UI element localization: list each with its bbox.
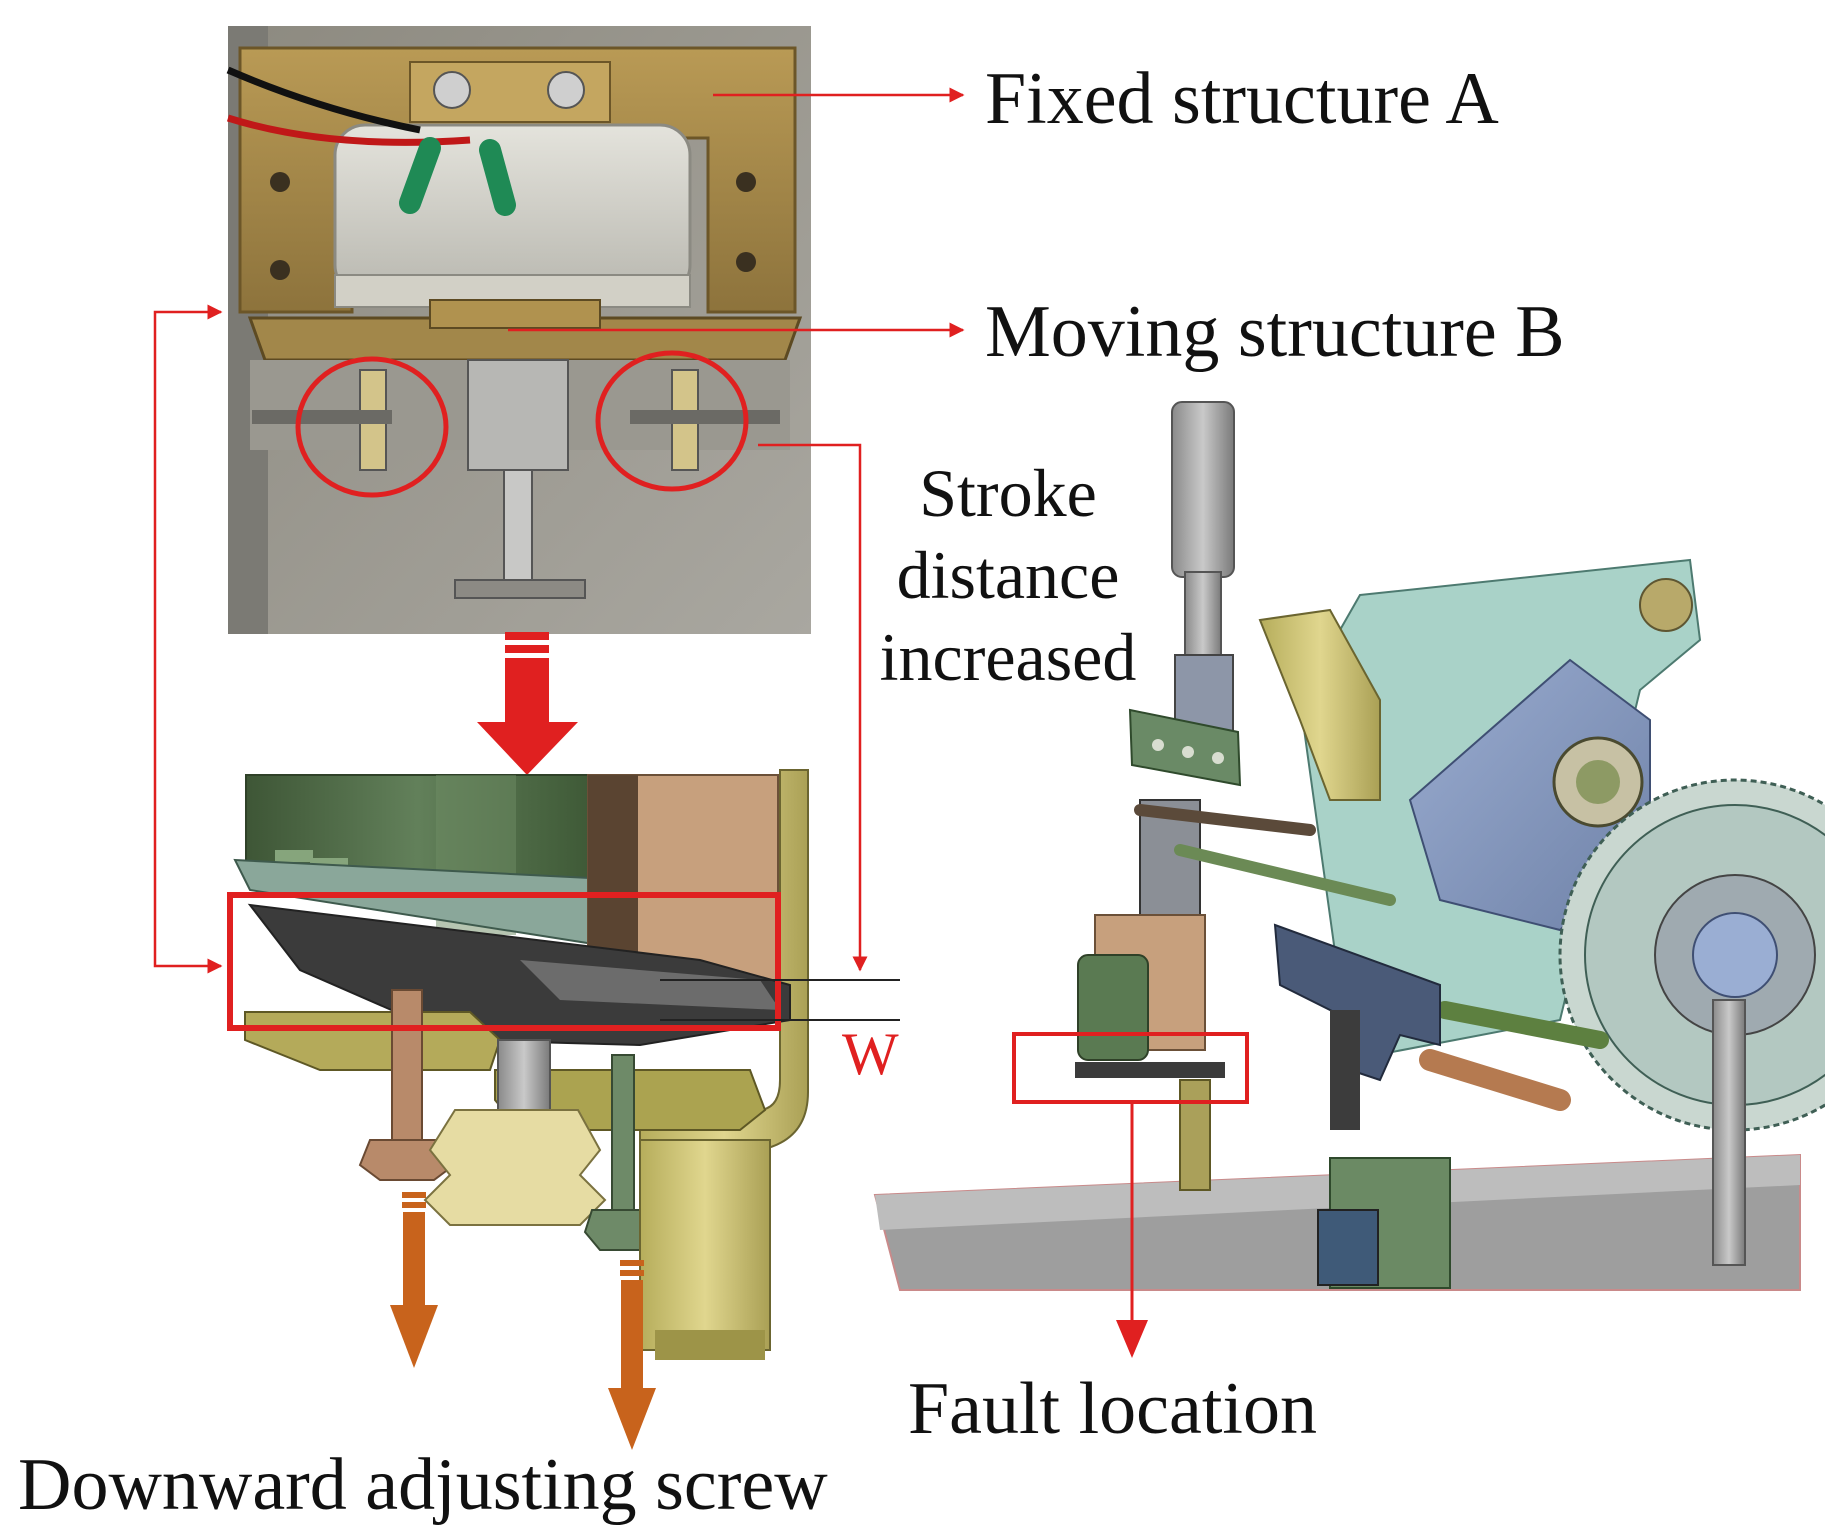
cad-detail-view — [233, 769, 809, 1360]
label-fixed-structure: Fixed structure A — [985, 58, 1499, 140]
label-stroke-line1: Stroke — [919, 455, 1097, 531]
cad-mechanism-view — [873, 401, 1825, 1291]
link-photo-to-detail — [153, 304, 223, 974]
screw-arrow-right — [608, 1260, 656, 1450]
label-stroke-distance: Stroke distance increased — [838, 452, 1178, 698]
transition-arrow — [477, 632, 578, 775]
screw-arrow-left — [390, 1192, 438, 1368]
label-moving-structure: Moving structure B — [985, 291, 1565, 373]
label-stroke-line3: increased — [879, 619, 1137, 695]
label-gap-w: W — [842, 1021, 899, 1087]
fault-pointer-head — [1116, 1320, 1148, 1358]
highlight-circle-left — [295, 356, 449, 498]
label-stroke-line2: distance — [896, 537, 1120, 613]
highlight-circle-right — [595, 350, 749, 492]
label-adjusting-screw: Downward adjusting screw — [18, 1444, 828, 1526]
highlight-box-detail — [227, 892, 781, 1031]
label-fault-location: Fault location — [908, 1368, 1317, 1450]
stroke-pointer — [758, 443, 868, 972]
